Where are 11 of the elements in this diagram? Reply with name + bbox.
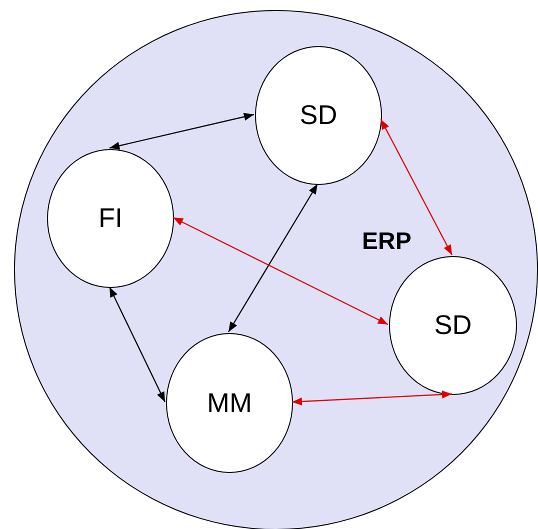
module-label: FI xyxy=(98,203,122,234)
module-label: SD xyxy=(300,100,338,131)
double-arrow xyxy=(228,184,318,332)
module-label: SD xyxy=(434,310,472,341)
double-arrow xyxy=(109,112,254,150)
module-label: MM xyxy=(207,388,252,418)
double-arrow xyxy=(108,286,166,402)
double-arrow xyxy=(292,390,452,406)
double-arrow xyxy=(380,119,453,256)
double-arrow xyxy=(172,216,388,326)
system-label: ERP xyxy=(362,228,412,256)
